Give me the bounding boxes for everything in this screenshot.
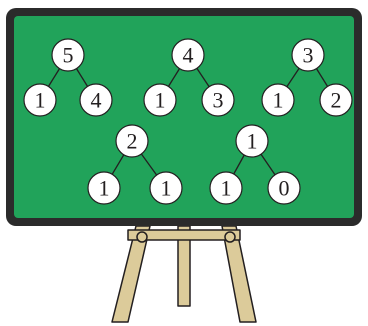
tree-1-left-label: 1 <box>221 176 232 201</box>
tree-4-root-label: 4 <box>183 43 194 68</box>
tree-4-right-label: 3 <box>213 88 224 113</box>
tree-3-root-label: 3 <box>303 43 314 68</box>
tree-3-left-label: 1 <box>273 88 284 113</box>
tree-5-root-label: 5 <box>63 43 74 68</box>
tree-1-root-label: 1 <box>247 129 258 154</box>
tree-3-right-label: 2 <box>331 88 342 113</box>
tree-2-root-label: 2 <box>127 129 138 154</box>
tree-2-left-label: 1 <box>99 176 110 201</box>
easel-right-bolt <box>225 232 235 242</box>
tree-5-left-label: 1 <box>35 88 46 113</box>
tree-4-left-label: 1 <box>155 88 166 113</box>
easel-stand <box>112 226 256 322</box>
tree-5-right-label: 4 <box>91 88 102 113</box>
easel-left-bolt <box>137 232 147 242</box>
tree-2-right-label: 1 <box>161 176 172 201</box>
tree-1-right-label: 0 <box>279 176 290 201</box>
